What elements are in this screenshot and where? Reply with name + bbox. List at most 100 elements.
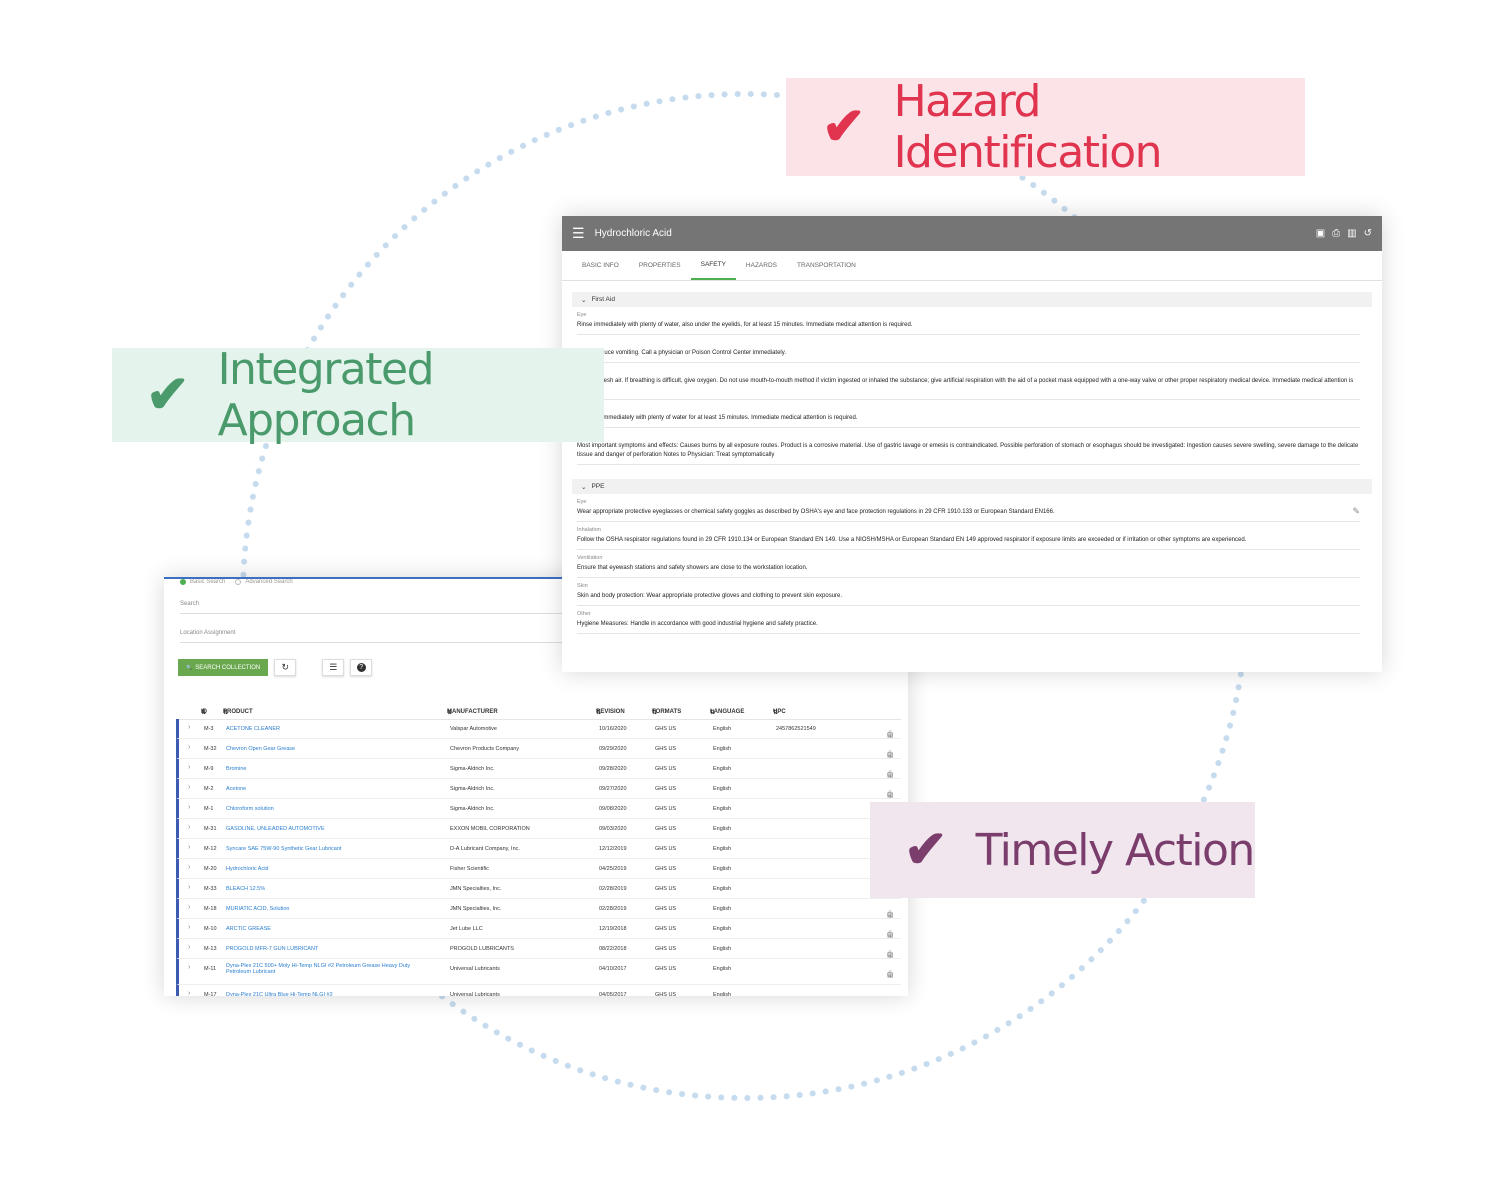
expand-chevron-icon[interactable]: › — [188, 824, 191, 831]
view-document-icon[interactable]: ▤ — [887, 932, 894, 939]
print-icon[interactable]: ⎙ — [887, 911, 893, 918]
more-options-icon[interactable]: ⋮ — [887, 752, 894, 759]
cell-product[interactable]: Chevron Open Gear Grease — [226, 746, 296, 752]
print-icon[interactable]: ⎙ — [887, 951, 893, 958]
expand-chevron-icon[interactable]: › — [188, 864, 191, 871]
list-view-button[interactable]: ☰ — [322, 659, 345, 676]
view-document-icon[interactable]: ▤ — [887, 972, 894, 979]
tab-transportation[interactable]: TRANSPORTATION — [796, 262, 856, 269]
history-icon[interactable]: ↺ — [1363, 228, 1372, 239]
caret-down-icon: ⌄ — [581, 296, 587, 304]
expand-chevron-icon[interactable]: › — [188, 990, 191, 996]
tab-safety[interactable]: SAFETY — [690, 251, 736, 280]
expand-chevron-icon[interactable]: › — [188, 724, 191, 731]
expand-chevron-icon[interactable]: › — [188, 884, 191, 891]
archive-icon[interactable]: ▥ — [1347, 228, 1357, 239]
cell-product[interactable]: Bromine — [226, 766, 247, 772]
menu-icon[interactable]: ☰ — [572, 225, 585, 241]
cell-product[interactable]: PROGOLD MFR-7 GUN LUBRICANT — [226, 946, 319, 952]
print-icon[interactable]: ⎙ — [887, 731, 893, 738]
cell-product[interactable]: ACETONE CLEANER — [226, 726, 280, 732]
expand-chevron-icon[interactable]: › — [188, 804, 191, 811]
cell-language: English — [713, 766, 732, 772]
cell-revision: 09/28/2020 — [599, 766, 627, 772]
tab-hazards[interactable]: HAZARDS — [745, 262, 777, 269]
field-text: Rinse immediately with plenty of water, … — [577, 322, 913, 328]
cell-id: M-10 — [204, 926, 217, 932]
sort-icon: ⇅ — [596, 710, 602, 716]
more-options-icon[interactable]: ⋮ — [887, 772, 894, 779]
more-options-icon[interactable]: ⋮ — [887, 732, 894, 739]
print-icon[interactable]: ⎙ — [887, 791, 893, 798]
table-header: ID ⇅ PRODUCT ⇅ MANUFACTURER ⇅ REVISION ⇅… — [176, 703, 901, 720]
view-document-icon[interactable]: ▤ — [887, 752, 894, 759]
more-options-icon[interactable]: ⋮ — [887, 912, 894, 919]
more-options-icon[interactable]: ⋮ — [887, 792, 894, 799]
tab-properties[interactable]: PROPERTIES — [638, 262, 681, 269]
cell-product[interactable]: GASOLINE, UNLEADED AUTOMOTIVE — [226, 826, 325, 832]
print-icon[interactable]: ⎙ — [887, 971, 893, 978]
cell-revision: 08/22/2018 — [599, 946, 627, 952]
more-options-icon[interactable]: ⋮ — [887, 972, 894, 979]
refresh-button[interactable]: ↻ — [274, 659, 297, 676]
more-options-icon[interactable]: ⋮ — [887, 952, 894, 959]
view-document-icon[interactable]: ▤ — [887, 792, 894, 799]
cell-product[interactable]: Dyna-Plex 21C Ultra Blue Hi-Temp NLGI #2 — [226, 992, 333, 996]
view-document-icon[interactable]: ▤ — [887, 912, 894, 919]
sort-icon: ⇅ — [201, 710, 207, 716]
view-document-icon[interactable]: ▤ — [887, 772, 894, 779]
first-aid-section-header[interactable]: ⌄First Aid — [572, 292, 1372, 307]
search-input[interactable]: Search — [180, 601, 575, 614]
advanced-search-radio[interactable]: Advanced Search — [235, 579, 293, 585]
expand-chevron-icon[interactable]: › — [188, 944, 191, 951]
expand-chevron-icon[interactable]: › — [188, 764, 191, 771]
search-collection-button[interactable]: 🔍SEARCH COLLECTION — [178, 659, 269, 676]
cell-product[interactable]: Dyna-Plex 21C 500+ Moly Hi-Temp NLGI #2 … — [226, 963, 411, 975]
view-document-icon[interactable]: ▤ — [887, 732, 894, 739]
expand-chevron-icon[interactable]: › — [188, 784, 191, 791]
cell-revision: 02/28/2019 — [599, 906, 627, 912]
cell-product[interactable]: ARCTIC GREASE — [226, 926, 271, 932]
print-icon[interactable]: ⎙ — [887, 931, 893, 938]
sort-icon: ⇅ — [447, 710, 453, 716]
expand-chevron-icon[interactable]: › — [188, 904, 191, 911]
tab-basic-info[interactable]: BASIC INFO — [582, 262, 619, 269]
expand-chevron-icon[interactable]: › — [188, 844, 191, 851]
help-button[interactable]: ? — [350, 659, 373, 676]
print-icon[interactable]: ⎙ — [1332, 228, 1341, 239]
print-icon[interactable]: ⎙ — [887, 771, 893, 778]
basic-search-radio[interactable]: Basic Search — [180, 579, 225, 585]
more-options-icon[interactable]: ⋮ — [887, 932, 894, 939]
view-document-icon[interactable]: ▤ — [887, 952, 894, 959]
cell-product[interactable]: Chloroform solution — [226, 806, 274, 812]
cell-product[interactable]: Hydrochloric Acid — [226, 866, 269, 872]
expand-chevron-icon[interactable]: › — [188, 744, 191, 751]
cell-manufacturer: Sigma-Aldrich Inc. — [450, 786, 495, 792]
cell-product[interactable]: Syncare SAE 75W-90 Synthetic Gear Lubric… — [226, 846, 342, 852]
cell-product[interactable]: BLEACH 12.5% — [226, 886, 266, 892]
edit-pencil-icon[interactable]: ✎ — [1352, 506, 1360, 516]
cell-product[interactable]: MURIATIC ACID, Solution — [226, 906, 290, 912]
print-icon[interactable]: ⎙ — [887, 751, 893, 758]
cell-product[interactable]: Acetone — [226, 786, 247, 792]
expand-chevron-icon[interactable]: › — [188, 964, 191, 971]
expand-chevron-icon[interactable]: › — [188, 924, 191, 931]
location-assignment-input[interactable]: Location Assignment — [180, 630, 575, 643]
ppe-section-header[interactable]: ⌄PPE — [572, 479, 1372, 494]
image-icon[interactable]: ▣ — [1315, 228, 1326, 239]
